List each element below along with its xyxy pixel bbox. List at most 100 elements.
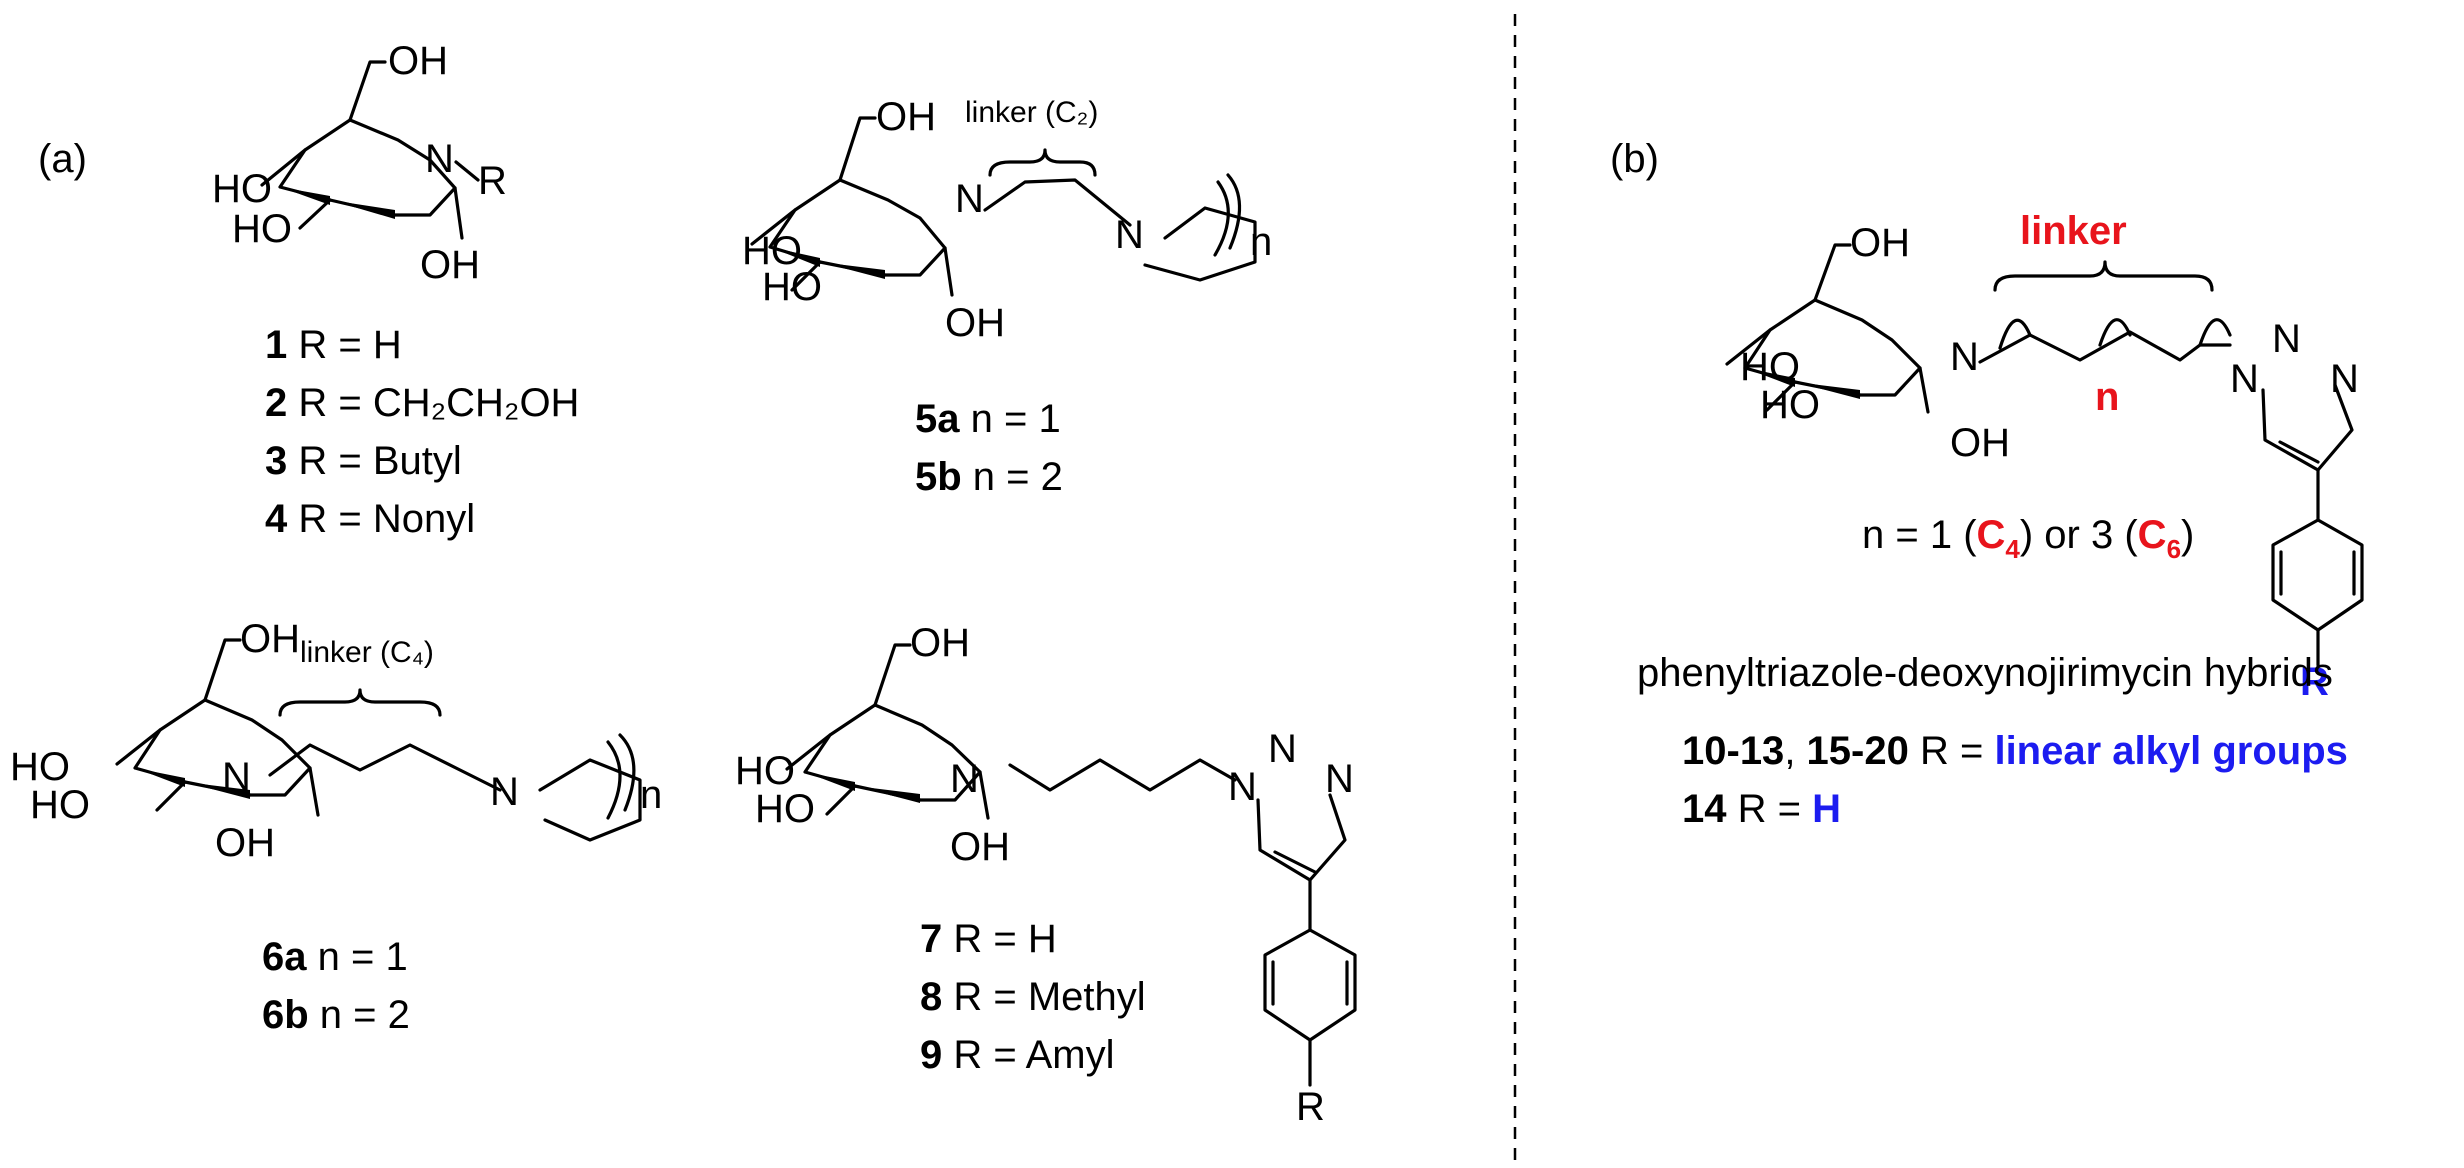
oh-label: OH: [215, 821, 275, 865]
ho-label: HO: [232, 207, 292, 251]
n-def-c4: C: [1977, 513, 2006, 557]
svg-text:1 R = H: 1 R = H: [265, 323, 402, 367]
n-def-c6-sub: 6: [2167, 534, 2181, 564]
r-label: R: [478, 159, 507, 203]
svg-text:3 R = Butyl: 3 R = Butyl: [265, 439, 462, 483]
oh-label: OH: [388, 39, 448, 83]
ho-label: HO: [1760, 383, 1820, 427]
linker-c4-label: linker (C₄): [300, 636, 434, 669]
compound-def: n = 1: [960, 397, 1061, 441]
compound-def: R = Amyl: [942, 1033, 1114, 1077]
compound-number: 5a: [915, 397, 960, 441]
oh-label: OH: [945, 301, 1005, 345]
compound-def: n = 1: [307, 935, 408, 979]
hybrids-title: phenyltriazole-deoxynojirimycin hybrids: [1637, 651, 2333, 695]
compound-number: 6a: [262, 935, 307, 979]
structure-compound-1-4: OH N R HO HO OH: [212, 39, 507, 287]
n-atom-label: N: [1228, 765, 1257, 809]
compound-def: R = H: [942, 917, 1056, 961]
compound-number: 4: [265, 497, 288, 541]
svg-text:8 R = Methyl: 8 R = Methyl: [920, 975, 1146, 1019]
compound-number: 2: [265, 381, 287, 425]
n-def-mid: ) or 3 (: [2020, 513, 2138, 557]
svg-text:5b n = 2: 5b n = 2: [915, 455, 1063, 499]
ho-label: HO: [755, 787, 815, 831]
svg-text:2 R = CH₂CH₂OH: 2 R = CH₂CH₂OH: [265, 381, 579, 425]
n-atom-label: N: [2330, 357, 2359, 401]
panel-a-label: (a): [38, 137, 87, 181]
n-atom-label: N: [1268, 727, 1297, 771]
linker-label: linker: [2020, 209, 2127, 253]
compound-def: n = 2: [962, 455, 1063, 499]
compound-def: R = Butyl: [287, 439, 462, 483]
n-atom-label: N: [1325, 757, 1354, 801]
oh-label: OH: [876, 95, 936, 139]
structure-compound-5: OH N N n HO HO OH linker (C₂): [742, 95, 1272, 345]
structure-hybrid-generic: OH N N N N HO HO OH n linker R: [1725, 209, 2364, 704]
n-def-c4-sub: 4: [2005, 534, 2020, 564]
n-atom-label: N: [2230, 357, 2259, 401]
n-atom-label: N: [2272, 317, 2301, 361]
ho-label: HO: [1740, 345, 1800, 389]
ho-label: HO: [735, 749, 795, 793]
compound-number: 15-20: [1807, 729, 1909, 773]
svg-text:6b n = 2: 6b n = 2: [262, 993, 410, 1037]
svg-text:6a n = 1: 6a n = 1: [262, 935, 408, 979]
compound-number: 9: [920, 1033, 942, 1077]
oh-label: OH: [1850, 221, 1910, 265]
compound-def: R = H: [287, 323, 401, 367]
r-label: R: [2300, 660, 2329, 704]
ho-label: HO: [212, 167, 272, 211]
legend-compound-6: 6a n = 1 6b n = 2: [262, 935, 410, 1037]
n-atom-label: N: [425, 137, 454, 181]
ho-label: HO: [10, 745, 70, 789]
n-repeat-label: n: [2095, 375, 2119, 419]
linker-c2-label: linker (C₂): [965, 96, 1098, 129]
compound-number: 10-13: [1682, 729, 1784, 773]
n-atom-label: N: [1950, 335, 1979, 379]
n-atom-label: N: [1115, 213, 1144, 257]
r-value: H: [1812, 787, 1841, 831]
panel-b-label: (b): [1610, 137, 1659, 181]
svg-text:4 R = Nonyl: 4 R = Nonyl: [265, 497, 475, 541]
compound-number: 5b: [915, 455, 962, 499]
equals: R =: [1727, 787, 1813, 831]
oh-label: OH: [1950, 421, 2010, 465]
n-def-c6: C: [2138, 513, 2167, 557]
structure-compound-7-9: OH N N N N HO HO OH R: [735, 621, 1357, 1129]
svg-text:n = 1 (C4) or 3 (C6): n = 1 (C4) or 3 (C6): [1862, 513, 2194, 564]
compound-number: 7: [920, 917, 942, 961]
oh-label: OH: [910, 621, 970, 665]
legend-compound-5: 5a n = 1 5b n = 2: [915, 397, 1063, 499]
svg-text:7 R = H: 7 R = H: [920, 917, 1057, 961]
svg-text:14 R = H: 14 R = H: [1682, 787, 1841, 831]
compound-number: 14: [1682, 787, 1727, 831]
n-subscript-label: n: [640, 773, 662, 817]
ho-label: HO: [742, 229, 802, 273]
svg-text:10-13, 15-20 R = linear alkyl: 10-13, 15-20 R = linear alkyl groups: [1682, 729, 2348, 773]
compound-number: 6b: [262, 993, 309, 1037]
svg-text:5a n = 1: 5a n = 1: [915, 397, 1061, 441]
n-atom-label: N: [955, 177, 984, 221]
legend-hybrids: 10-13, 15-20 R = linear alkyl groups 14 …: [1682, 729, 2348, 831]
compound-def: R = Nonyl: [287, 497, 475, 541]
n-atom-label: N: [490, 770, 519, 814]
equals: R =: [1909, 729, 1995, 773]
ho-label: HO: [762, 265, 822, 309]
oh-label: OH: [240, 617, 300, 661]
compound-def: n = 2: [309, 993, 410, 1037]
compound-number: 1: [265, 323, 287, 367]
r-value: linear alkyl groups: [1994, 729, 2347, 773]
legend-compound-7-9: 7 R = H 8 R = Methyl 9 R = Amyl: [920, 917, 1146, 1077]
oh-label: OH: [420, 243, 480, 287]
n-def-pre: n = 1 (: [1862, 513, 1977, 557]
compound-number: 8: [920, 975, 942, 1019]
r-label: R: [1296, 1085, 1325, 1129]
compound-def: R = CH₂CH₂OH: [287, 381, 579, 425]
n-atom-label: N: [222, 755, 251, 799]
linker-length-definition: n = 1 (C4) or 3 (C6): [1862, 513, 2194, 564]
svg-text:9 R = Amyl: 9 R = Amyl: [920, 1033, 1115, 1077]
compound-number: 3: [265, 439, 287, 483]
